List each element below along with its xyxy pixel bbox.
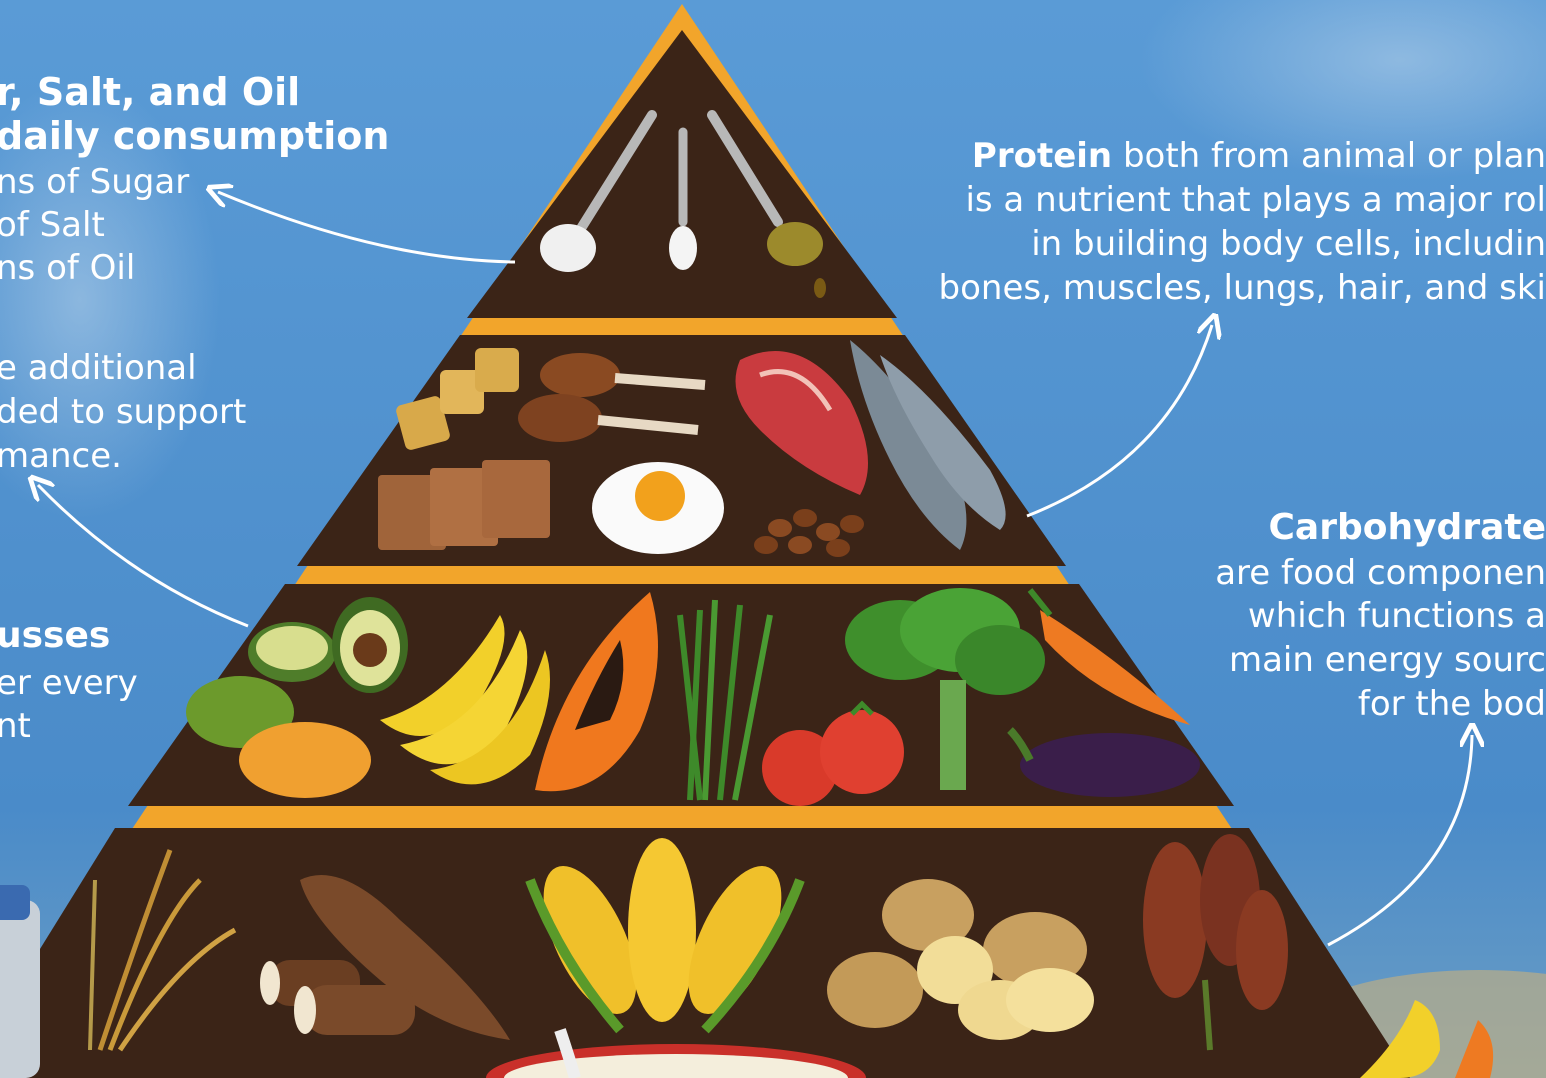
protein-line1-text: both from animal or plan <box>1112 136 1546 176</box>
carbohydrate-line3: main energy sourc <box>1229 638 1546 682</box>
protein-title: Protein <box>972 136 1112 176</box>
left-middle-line1: e additional <box>0 346 197 390</box>
carbohydrate-title: Carbohydrate <box>1268 506 1546 550</box>
left-top-title-line2: daily consumption <box>0 114 389 158</box>
water-jug-icon <box>0 885 40 1078</box>
protein-line3: in building body cells, includin <box>1031 222 1546 266</box>
left-top-line-salt: of Salt <box>0 203 105 247</box>
carbohydrate-line2: which functions a <box>1248 594 1546 638</box>
protein-line2: is a nutrient that plays a major rol <box>965 178 1546 222</box>
carbohydrate-line1: are food componen <box>1215 551 1546 595</box>
carbohydrate-line4: for the bod <box>1358 682 1546 726</box>
left-top-title-line1: r, Salt, and Oil <box>0 70 300 114</box>
left-middle-line3: mance. <box>0 434 122 478</box>
left-top-line-oil: ns of Oil <box>0 246 135 290</box>
left-bottom-line2: nt <box>0 704 31 748</box>
left-middle-line2: ded to support <box>0 390 246 434</box>
fried-egg-icon <box>592 462 724 554</box>
protein-line4: bones, muscles, lungs, hair, and ski <box>939 266 1546 310</box>
left-bottom-title: usses <box>0 614 110 658</box>
left-top-line-sugar: ns of Sugar <box>0 160 189 204</box>
left-bottom-line1: er every <box>0 661 138 705</box>
protein-line1: Protein both from animal or plan <box>972 134 1546 178</box>
